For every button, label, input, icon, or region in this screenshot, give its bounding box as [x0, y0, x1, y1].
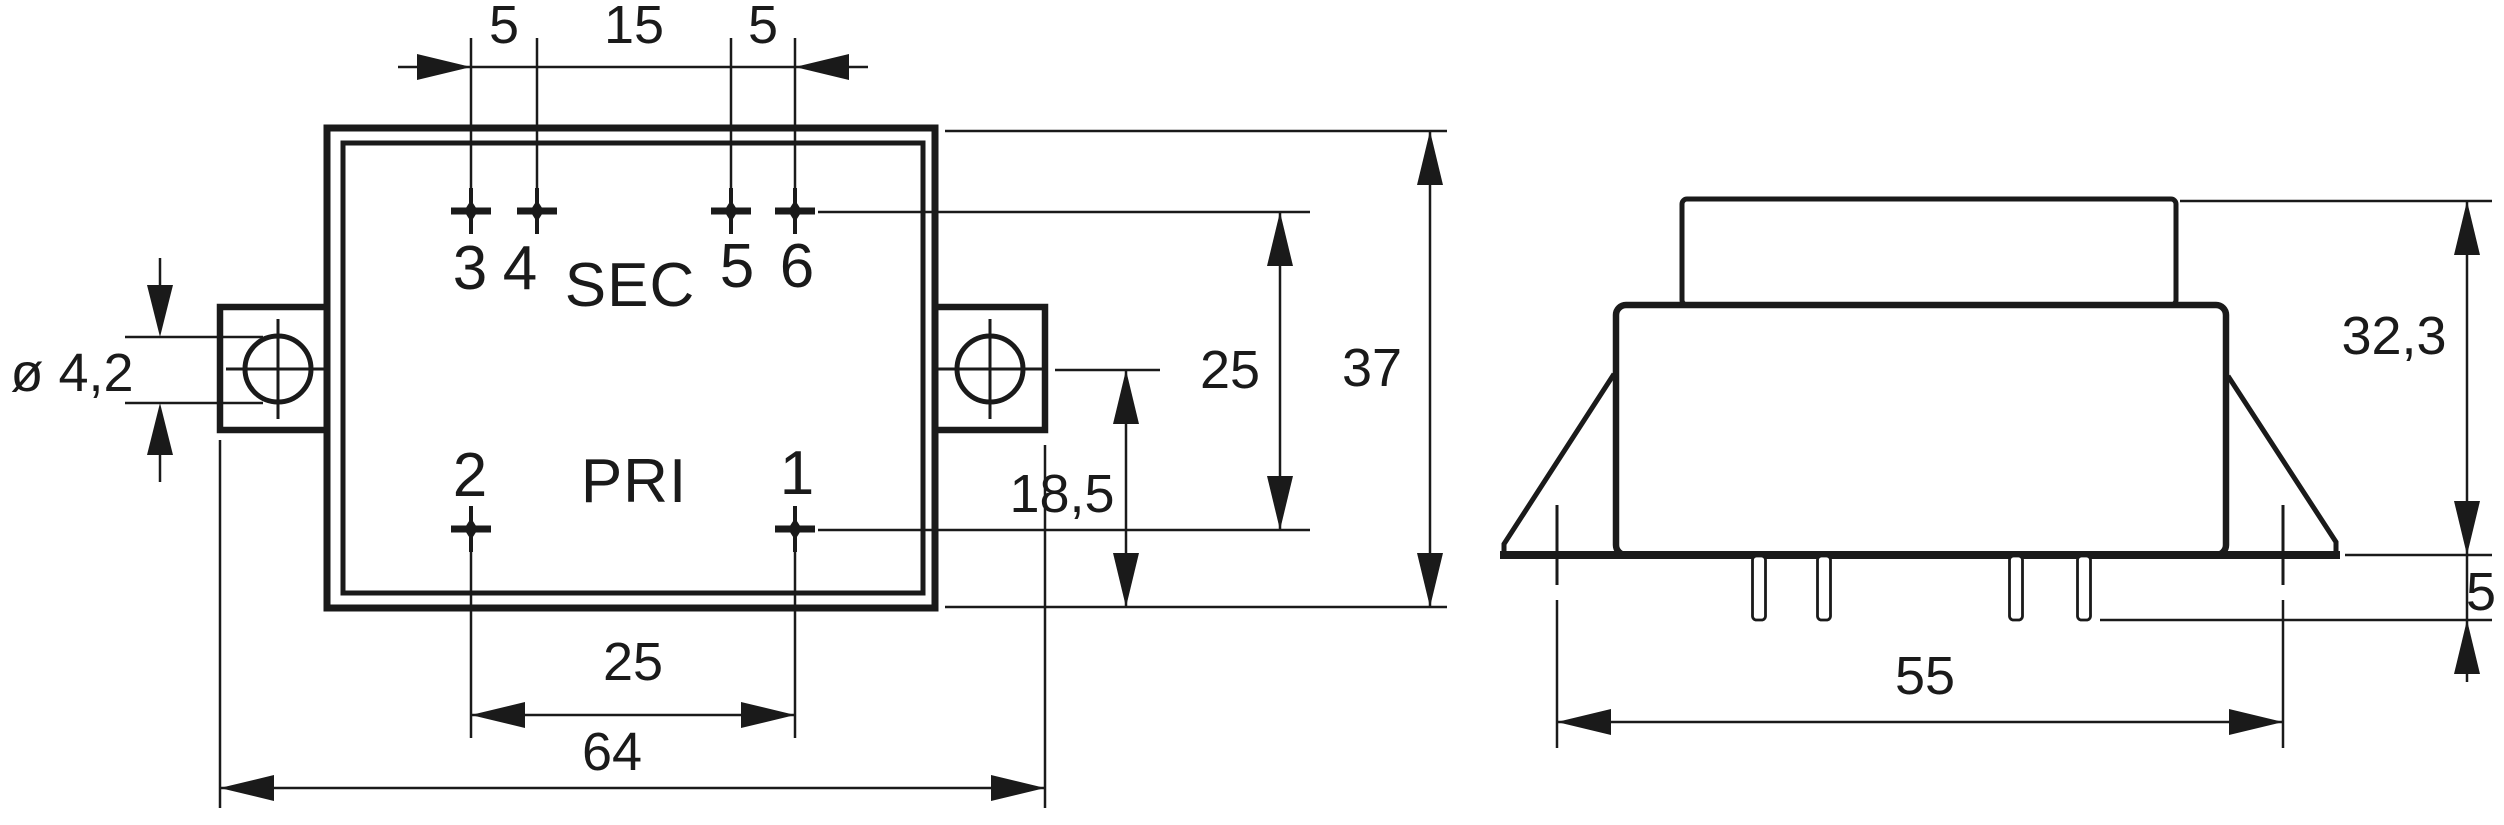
dim-label-sec-pitch-left: 5 — [489, 0, 519, 55]
dim-overall-width: 64 — [218, 440, 1047, 808]
dim-hole-diameter: ø 4,2 — [10, 258, 263, 482]
front-pin-1 — [1751, 554, 1767, 622]
dim-label-sec-pitch-right: 5 — [748, 0, 778, 55]
pin-2-pad — [451, 506, 491, 552]
pin-label-6: 6 — [780, 232, 814, 301]
pin-1-pad — [775, 506, 815, 552]
mounting-hole-right — [938, 319, 1042, 419]
pin-label-3: 3 — [453, 234, 487, 303]
pin-label-2: 2 — [453, 441, 487, 510]
pin-6-pad — [775, 188, 815, 234]
dim-label-body-depth: 37 — [1342, 338, 1402, 398]
dim-label-pri-pitch: 25 — [603, 632, 663, 692]
dim-label-hole-to-bottom: 18,5 — [1009, 464, 1114, 524]
flange-right — [2225, 374, 2339, 552]
dim-hole-to-bottom: 18,5 — [1009, 370, 1139, 607]
dim-pri-pitch: 25 — [469, 548, 797, 738]
dim-label-height: 32,3 — [2341, 306, 2446, 366]
dim-height: 32,3 — [2341, 201, 2480, 555]
pin-5-pad — [711, 188, 751, 234]
pin-label-1: 1 — [780, 439, 814, 508]
dim-label-sec-pitch-mid: 15 — [604, 0, 664, 55]
front-view: 32,3 5 55 — [1500, 196, 2496, 748]
pin-3-pad — [451, 188, 491, 234]
dim-body-depth: 37 — [1342, 131, 1443, 607]
dim-row-spacing: 25 — [1200, 212, 1293, 530]
dim-label-overall-width: 64 — [582, 722, 642, 782]
pin-label-5: 5 — [720, 232, 754, 301]
dim-label-hole-diameter: ø 4,2 — [10, 343, 133, 403]
dim-label-pin-length: 5 — [2466, 562, 2496, 622]
dim-sec-pin-pitch: 5 15 5 — [398, 0, 868, 80]
front-pin-3 — [2008, 554, 2024, 622]
pin-4-pad — [517, 188, 557, 234]
sec-pin-extension-lines — [469, 38, 797, 190]
dim-pin-length: 5 — [2454, 555, 2496, 682]
sec-winding-label: SEC — [565, 251, 695, 320]
flange-left — [1501, 372, 1617, 552]
mounting-tab-right — [935, 303, 1049, 434]
front-body-outline — [1612, 301, 2230, 559]
front-pin-4 — [2076, 554, 2092, 622]
top-view: 5 15 5 ø 4,2 — [10, 0, 1447, 808]
core-cap-outline — [1679, 196, 2179, 308]
mounting-tab-left — [216, 303, 327, 434]
dim-label-row-spacing: 25 — [1200, 340, 1260, 400]
body-outline-inner — [340, 140, 926, 596]
dim-fixing-centers: 55 — [1557, 646, 2283, 735]
front-pin-2 — [1816, 554, 1832, 622]
pri-winding-label: PRI — [581, 447, 687, 516]
pin-label-4: 4 — [503, 234, 537, 303]
fixing-center-marks — [1555, 505, 2285, 748]
dim-label-fixing-centers: 55 — [1895, 646, 1955, 706]
mounting-hole-left — [226, 319, 330, 419]
body-outline-outer — [323, 124, 939, 612]
